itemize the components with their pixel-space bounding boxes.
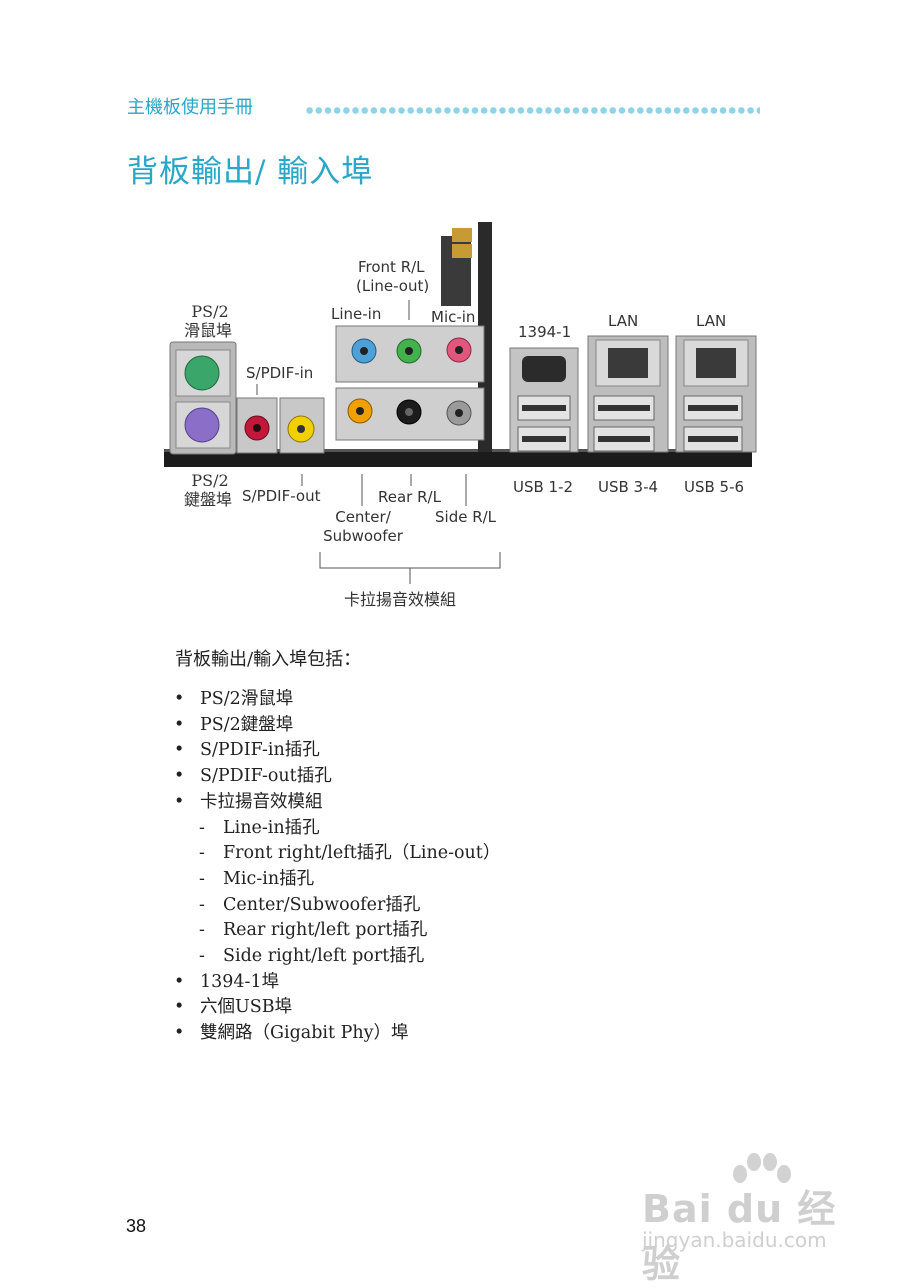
label-lan-2: LAN [696,312,727,330]
label-ps2-mouse-bottom: 滑鼠埠 [183,321,232,340]
list-item: 六個USB埠 [174,995,500,1021]
label-ps2-keyboard-top: PS/2 [191,471,229,490]
label-usb-5-6: USB 5-6 [684,478,745,496]
list-item: 卡拉揚音效模組 [174,790,500,816]
list-item: PS/2鍵盤埠 [174,713,500,739]
sub-list-item: Center/Subwoofer插孔 [174,893,500,919]
label-1394: 1394-1 [518,323,572,341]
label-ps2-keyboard-bottom: 鍵盤埠 [183,490,232,509]
back-panel-diagram: PS/2 滑鼠埠 S/PDIF-in Front R/L (Line-out) … [0,0,904,640]
label-subwoofer: Subwoofer [323,527,403,545]
watermark: Bai du 经验 jingyan.baidu.com [642,1148,862,1286]
label-karaoke-module: 卡拉揚音效模組 [344,590,457,609]
sub-list-item: Side right/left port插孔 [174,944,500,970]
page-title: 背板輸出/ 輸入埠 [127,154,374,190]
watermark-brand: Bai du 经验 [642,1187,837,1286]
header-dot-divider [305,106,760,115]
label-mic-in: Mic-in [431,308,476,326]
label-usb-1-2: USB 1-2 [513,478,574,496]
label-ps2-mouse-top: PS/2 [191,302,229,321]
label-rear-rl: Rear R/L [378,488,441,506]
intro-text: 背板輸出/輸入埠包括： [175,649,362,670]
label-spdif-out: S/PDIF-out [242,487,321,505]
label-center: Center/ [335,508,391,526]
list-item: PS/2滑鼠埠 [174,687,500,713]
sub-list-item: Rear right/left port插孔 [174,918,500,944]
sub-list-item: Front right/left插孔（Line-out） [174,841,500,867]
label-front-rl-lineout: (Line-out) [356,277,430,295]
label-usb-3-4: USB 3-4 [598,478,659,496]
list-item: S/PDIF-in插孔 [174,738,500,764]
back-panel-photo [164,222,757,584]
sub-list-item: Mic-in插孔 [174,867,500,893]
feature-list: PS/2滑鼠埠PS/2鍵盤埠S/PDIF-in插孔S/PDIF-out插孔卡拉揚… [174,687,500,1047]
page-number: 38 [126,1216,147,1236]
label-side-rl: Side R/L [435,508,497,526]
label-line-in: Line-in [331,305,382,323]
manual-title: 主機板使用手冊 [127,97,253,118]
watermark-url: jingyan.baidu.com [642,1228,827,1252]
label-lan-1: LAN [608,312,639,330]
sub-list-item: Line-in插孔 [174,816,500,842]
label-front-rl: Front R/L [358,258,425,276]
list-item: S/PDIF-out插孔 [174,764,500,790]
list-item: 1394-1埠 [174,970,500,996]
list-item: 雙網路（Gigabit Phy）埠 [174,1021,500,1047]
paw-icon [733,1153,791,1183]
label-spdif-in: S/PDIF-in [246,364,314,382]
